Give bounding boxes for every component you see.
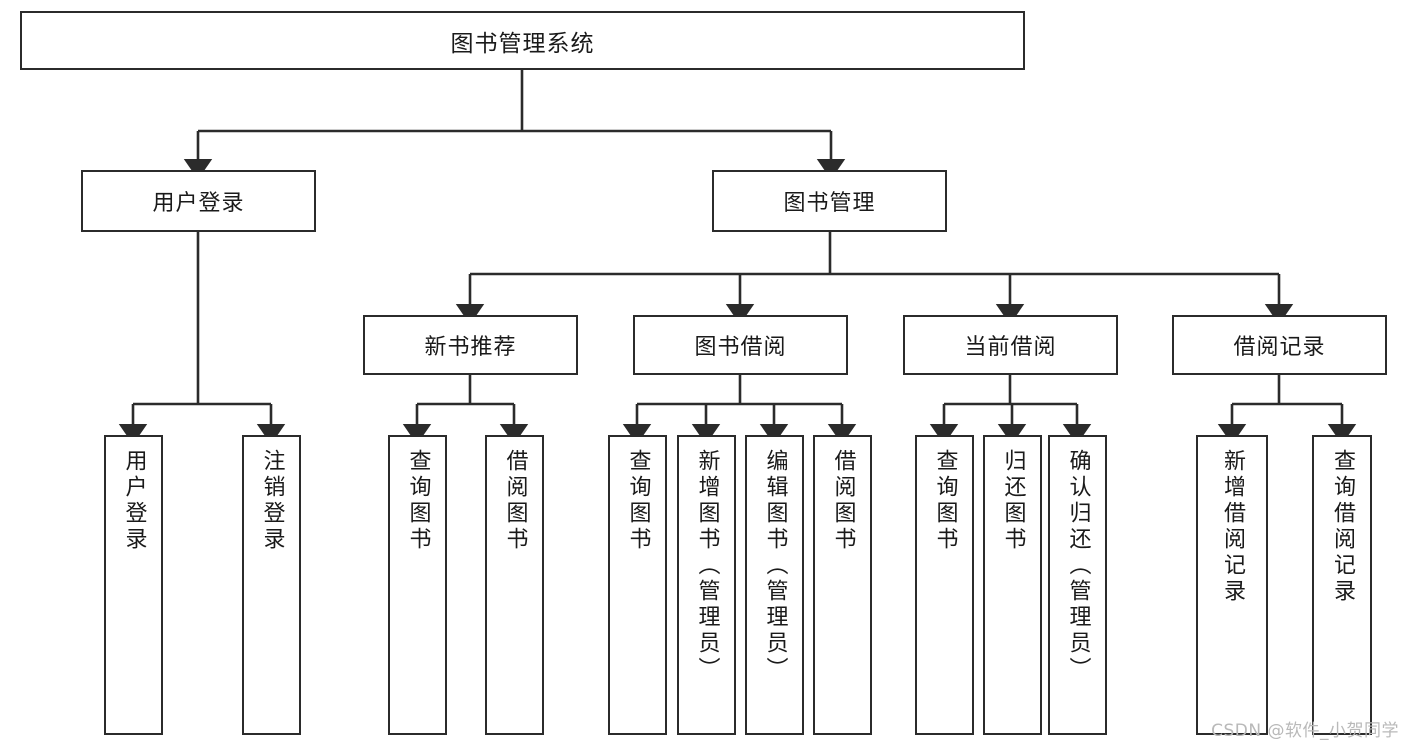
node-label: 归还图书 <box>1000 449 1026 553</box>
leaf-add-book-admin[interactable]: 新增图书（管理员） <box>677 435 736 735</box>
leaf-query-book-recommend[interactable]: 查询图书 <box>388 435 447 735</box>
node-label: 图书借阅 <box>694 335 787 360</box>
leaf-query-book[interactable]: 查询图书 <box>608 435 667 735</box>
node-current-borrow[interactable]: 当前借阅 <box>903 315 1118 375</box>
leaf-return-book[interactable]: 归还图书 <box>983 435 1042 735</box>
node-label: 借阅图书 <box>830 449 856 553</box>
node-label: 借阅图书 <box>502 449 528 553</box>
leaf-borrow-book-recommend[interactable]: 借阅图书 <box>485 435 544 735</box>
node-label: 编辑图书（管理员） <box>762 449 788 683</box>
leaf-borrow-book[interactable]: 借阅图书 <box>813 435 872 735</box>
node-label: 当前借阅 <box>964 335 1057 360</box>
leaf-add-borrow-record[interactable]: 新增借阅记录 <box>1196 435 1268 735</box>
csdn-watermark: CSDN @软件_小贺同学 <box>1211 721 1399 741</box>
node-label: 图书管理系统 <box>450 30 595 57</box>
node-label: 查询图书 <box>625 449 651 553</box>
leaf-edit-book-admin[interactable]: 编辑图书（管理员） <box>745 435 804 735</box>
node-label: 新书推荐 <box>424 335 517 360</box>
node-label: 图书管理 <box>783 191 876 216</box>
leaf-query-borrow-record[interactable]: 查询借阅记录 <box>1312 435 1372 735</box>
node-label: 借阅记录 <box>1233 335 1326 360</box>
node-label: 查询图书 <box>405 449 431 553</box>
leaf-user-login[interactable]: 用户登录 <box>104 435 163 735</box>
node-user-login[interactable]: 用户登录 <box>81 170 316 232</box>
node-book-borrow[interactable]: 图书借阅 <box>633 315 848 375</box>
node-label: 用户登录 <box>121 449 147 553</box>
node-label: 查询图书 <box>932 449 958 553</box>
node-book-management[interactable]: 图书管理 <box>712 170 947 232</box>
leaf-confirm-return-admin[interactable]: 确认归还（管理员） <box>1048 435 1107 735</box>
node-new-book-recommend[interactable]: 新书推荐 <box>363 315 578 375</box>
node-label: 确认归还（管理员） <box>1065 449 1091 683</box>
node-label: 查询借阅记录 <box>1330 449 1355 605</box>
node-label: 新增图书（管理员） <box>694 449 720 683</box>
node-label: 用户登录 <box>152 191 245 216</box>
leaf-query-book-current[interactable]: 查询图书 <box>915 435 974 735</box>
node-borrow-record[interactable]: 借阅记录 <box>1172 315 1387 375</box>
node-label: 注销登录 <box>259 449 285 553</box>
leaf-logout[interactable]: 注销登录 <box>242 435 301 735</box>
node-root-system[interactable]: 图书管理系统 <box>20 11 1025 70</box>
node-label: 新增借阅记录 <box>1220 449 1245 605</box>
